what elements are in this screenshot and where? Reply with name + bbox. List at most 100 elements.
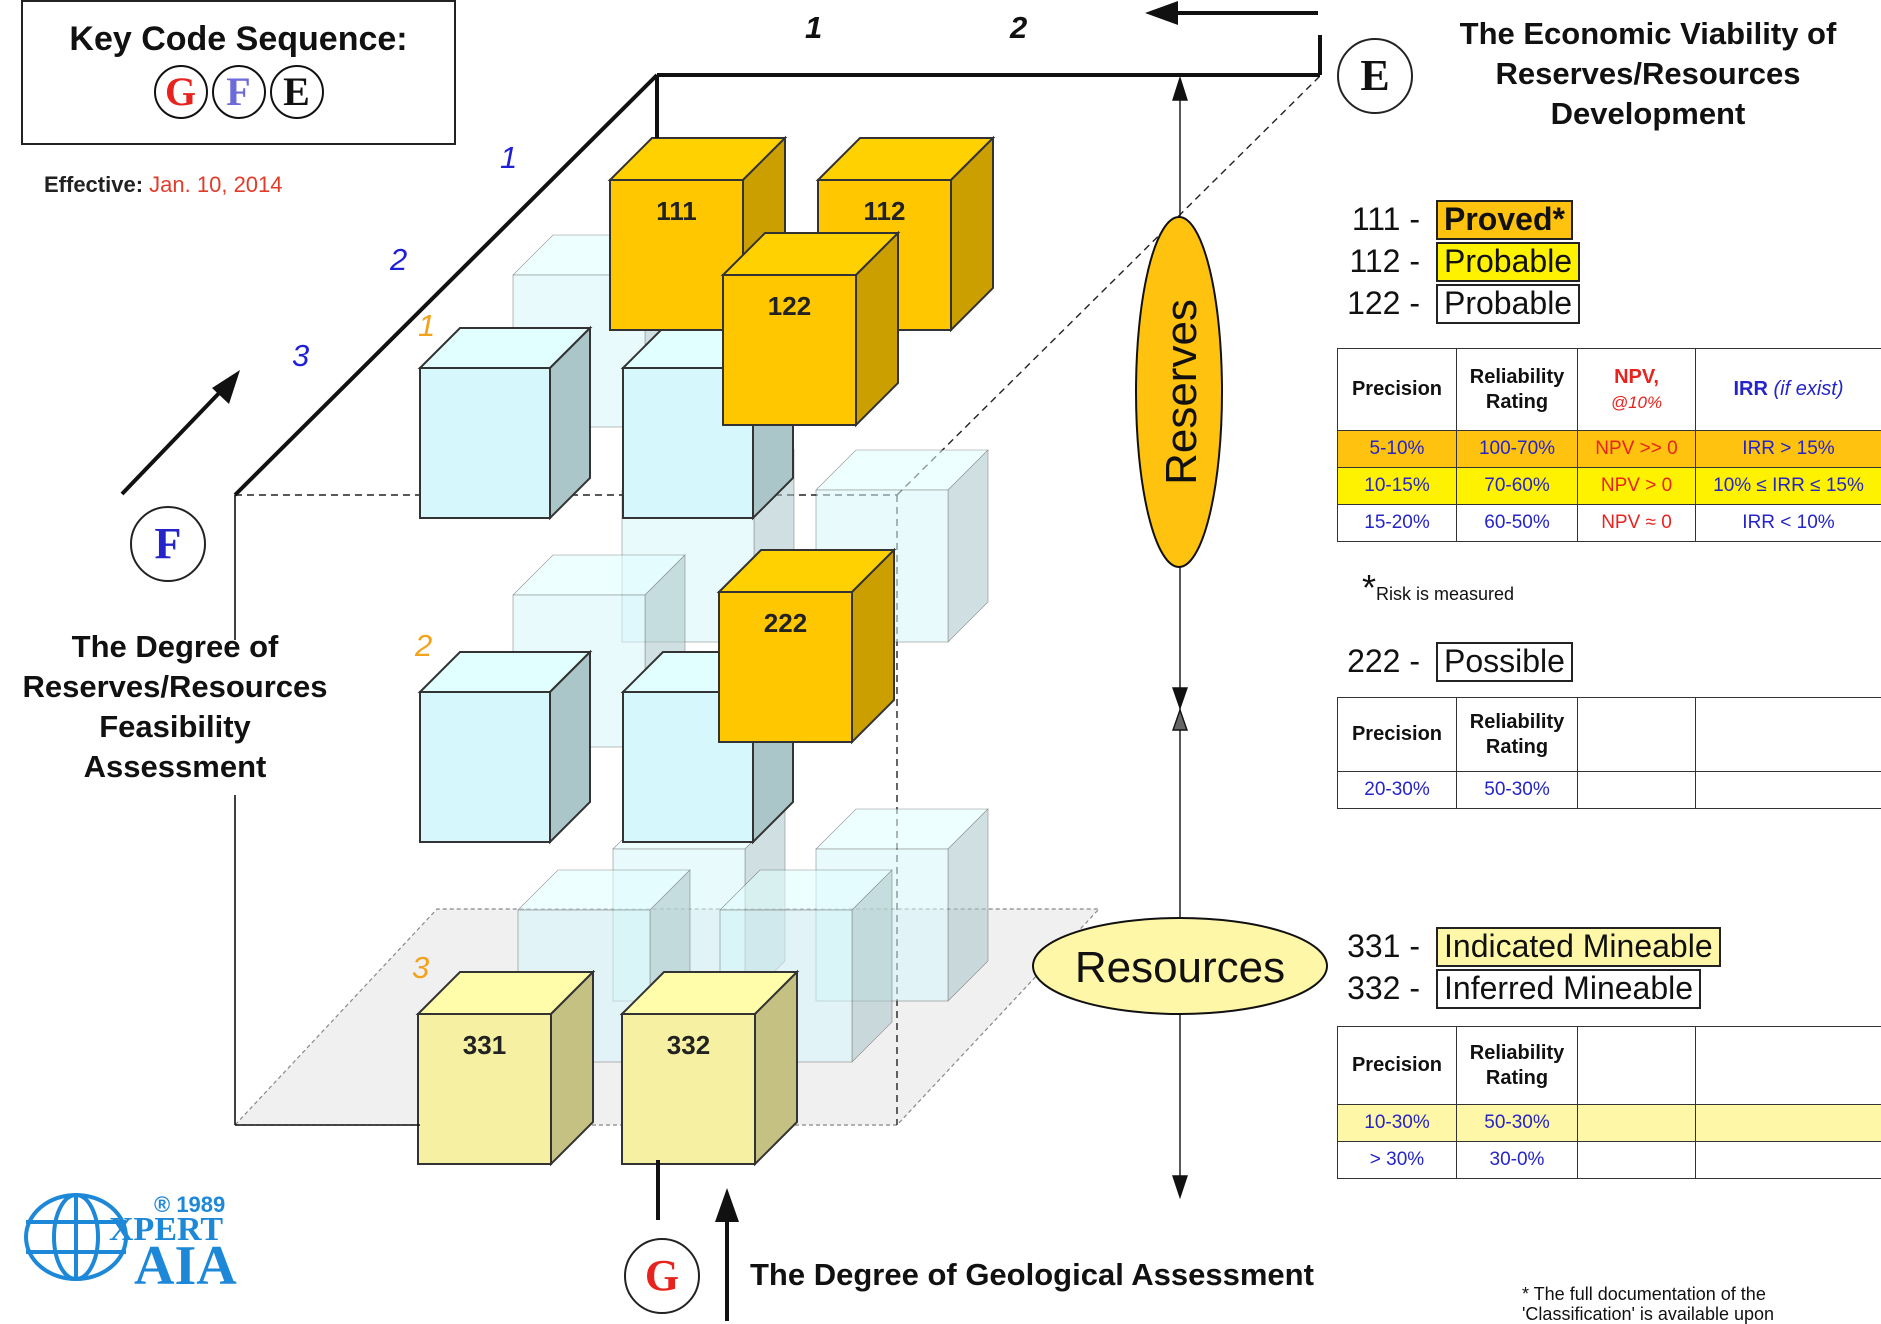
svg-text:Resources: Resources xyxy=(1075,943,1285,992)
cube-code-label: 111 xyxy=(656,196,697,226)
cube-code-label: 122 xyxy=(768,291,811,321)
npv-rate: @10% xyxy=(1578,390,1695,415)
e-axis-number-2: 2 xyxy=(1010,10,1027,46)
table-row: > 30%30-0% xyxy=(1338,1142,1881,1179)
e-axis-circle: E xyxy=(1337,38,1413,114)
table-header-row: Precision Reliability Rating NPV,@10% IR… xyxy=(1338,349,1881,431)
key-code-letters: G F E xyxy=(23,65,454,119)
table-cell: 10-15% xyxy=(1338,468,1457,505)
key-letter-e: E xyxy=(270,65,324,119)
col-empty xyxy=(1578,698,1696,772)
resource-categories: 331 -Indicated Mineable 332 -Inferred Mi… xyxy=(1320,925,1721,1009)
key-code-title: Key Code Sequence: xyxy=(23,20,454,59)
category-122: 122 -Probable xyxy=(1320,282,1580,324)
col-irr: IRR (if exist) xyxy=(1696,349,1881,431)
table-cell: IRR < 10% xyxy=(1696,505,1881,542)
resource-criteria-table: Precision Reliability Rating 10-30%50-30… xyxy=(1337,1026,1881,1179)
table-cell: NPV ≈ 0 xyxy=(1578,505,1696,542)
col-precision: Precision xyxy=(1338,1027,1457,1105)
e-heading-line-3: Development xyxy=(1418,94,1878,134)
category-332: 332 -Inferred Mineable xyxy=(1320,967,1721,1009)
col-empty xyxy=(1578,1027,1696,1105)
f-axis-number-1: 1 xyxy=(500,140,517,176)
g-axis-number-3: 3 xyxy=(412,950,429,986)
table-header-row: Precision Reliability Rating xyxy=(1338,1027,1881,1105)
footnote-line-1: * The full documentation of the xyxy=(1522,1284,1774,1304)
table-cell: 5-10% xyxy=(1338,431,1457,468)
footnote-line-2: 'Classification' is available upon xyxy=(1522,1304,1774,1324)
irr-qualifier: (if exist) xyxy=(1774,378,1844,400)
risk-note: *Risk is measured xyxy=(1362,567,1514,609)
category-111: 111 -Proved* xyxy=(1320,198,1580,240)
f-heading-line-1: The Degree of xyxy=(0,627,350,667)
col-reliability: Reliability Rating xyxy=(1457,1027,1578,1105)
empty-cube xyxy=(420,328,590,518)
table-cell: NPV >> 0 xyxy=(1578,431,1696,468)
table-cell: 50-30% xyxy=(1457,1105,1578,1142)
col-precision: Precision xyxy=(1338,698,1457,772)
cube-code-label: 112 xyxy=(864,196,906,226)
cube-122: 122 xyxy=(723,233,898,425)
table-cell xyxy=(1578,772,1696,809)
g-axis-heading: The Degree of Geological Assessment xyxy=(750,1255,1314,1295)
category-112: 112 -Probable xyxy=(1320,240,1580,282)
possible-category: 222 -Possible xyxy=(1320,640,1573,682)
col-npv: NPV,@10% xyxy=(1578,349,1696,431)
e-heading-line-2: Reserves/Resources xyxy=(1418,54,1878,94)
g-axis-number-1: 1 xyxy=(418,308,435,344)
npv-label: NPV, xyxy=(1614,366,1659,388)
svg-text:AIA: AIA xyxy=(134,1235,237,1292)
cube-222: 222 xyxy=(719,550,894,742)
expert-gaia-logo: ® 1989 XPERT AIA xyxy=(14,1182,314,1292)
cube-332: 332 xyxy=(622,972,797,1164)
table-row: 20-30%50-30% xyxy=(1338,772,1881,809)
table-cell xyxy=(1696,1105,1881,1142)
reserves-criteria-table: Precision Reliability Rating NPV,@10% IR… xyxy=(1337,348,1881,542)
effective-date-value: Jan. 10, 2014 xyxy=(149,172,282,197)
cube-code-label: 222 xyxy=(764,608,807,638)
cube-331: 331 xyxy=(418,972,593,1164)
key-letter-f: F xyxy=(212,65,266,119)
svg-text:Reserves: Reserves xyxy=(1157,299,1206,485)
category-331: 331 -Indicated Mineable xyxy=(1320,925,1721,967)
table-header-row: Precision Reliability Rating xyxy=(1338,698,1881,772)
table-cell: 60-50% xyxy=(1457,505,1578,542)
f-axis-number-3: 3 xyxy=(292,338,309,374)
table-row: 10-30%50-30% xyxy=(1338,1105,1881,1142)
key-code-box: Key Code Sequence: G F E xyxy=(21,0,456,145)
table-cell: 10-30% xyxy=(1338,1105,1457,1142)
irr-label: IRR xyxy=(1734,378,1774,400)
col-reliability: Reliability Rating xyxy=(1457,349,1578,431)
category-222: 222 -Possible xyxy=(1320,640,1573,682)
table-cell: 20-30% xyxy=(1338,772,1457,809)
reserve-categories: 111 -Proved* 112 -Probable 122 -Probable xyxy=(1320,198,1580,324)
f-axis-circle: F xyxy=(130,506,206,582)
table-cell: NPV > 0 xyxy=(1578,468,1696,505)
table-cell xyxy=(1578,1142,1696,1179)
f-axis-heading: The Degree of Reserves/Resources Feasibi… xyxy=(0,627,350,787)
g-axis-number-2: 2 xyxy=(415,628,432,664)
table-cell: 100-70% xyxy=(1457,431,1578,468)
resources-zone-label: Resources xyxy=(1033,918,1327,1014)
f-axis-number-2: 2 xyxy=(390,242,407,278)
table-cell: IRR > 15% xyxy=(1696,431,1881,468)
possible-criteria-table: Precision Reliability Rating 20-30%50-30… xyxy=(1337,697,1881,809)
table-cell xyxy=(1578,1105,1696,1142)
col-empty xyxy=(1696,1027,1881,1105)
empty-cube xyxy=(420,652,590,842)
f-heading-line-4: Assessment xyxy=(0,747,350,787)
f-heading-line-2: Reserves/Resources xyxy=(0,667,350,707)
cube-code-label: 332 xyxy=(667,1030,710,1060)
g-axis-circle: G xyxy=(624,1238,700,1314)
col-precision: Precision xyxy=(1338,349,1457,431)
table-cell: 15-20% xyxy=(1338,505,1457,542)
e-heading-line-1: The Economic Viability of xyxy=(1418,14,1878,54)
documentation-footnote: * The full documentation of the 'Classif… xyxy=(1522,1284,1774,1324)
e-axis-heading: The Economic Viability of Reserves/Resou… xyxy=(1418,14,1878,134)
col-empty xyxy=(1696,698,1881,772)
table-cell: 50-30% xyxy=(1457,772,1578,809)
table-cell xyxy=(1696,1142,1881,1179)
effective-label: Effective: xyxy=(44,172,143,197)
key-letter-g: G xyxy=(154,65,208,119)
